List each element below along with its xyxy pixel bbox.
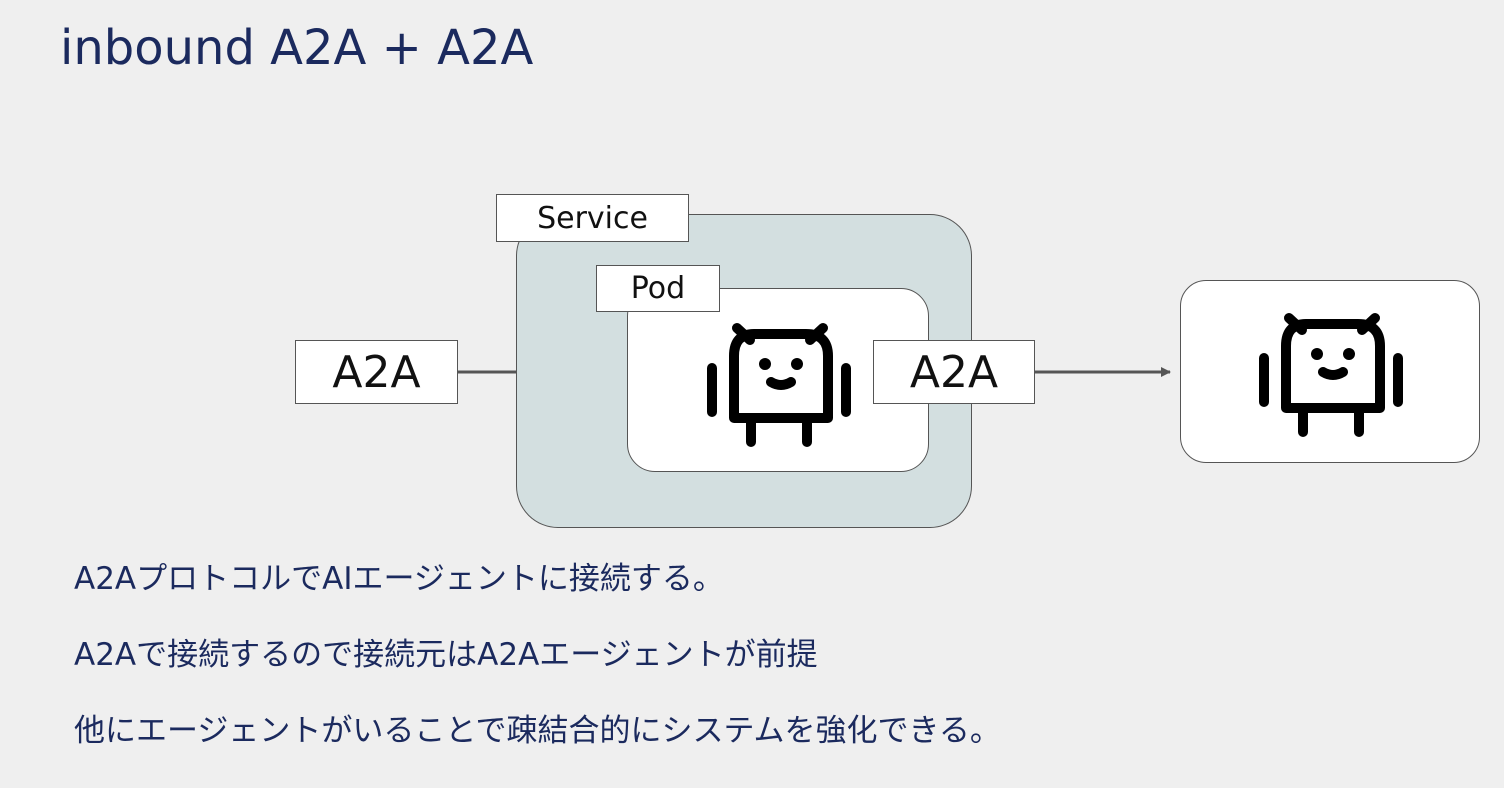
connector-lines bbox=[458, 367, 1171, 377]
robot-icon bbox=[1259, 313, 1403, 437]
description-list: A2AプロトコルでAIエージェントに接続する。 A2Aで接続するので接続元はA2… bbox=[74, 560, 1001, 788]
slide-title: inbound A2A + A2A bbox=[60, 20, 534, 76]
robot-icon bbox=[707, 323, 851, 447]
service-label: Service bbox=[496, 194, 689, 242]
outbound-a2a-label: A2A bbox=[873, 340, 1035, 404]
description-item: 他にエージェントがいることで疎結合的にシステムを強化できる。 bbox=[74, 713, 1001, 749]
description-item: A2Aで接続するので接続元はA2Aエージェントが前提 bbox=[74, 637, 818, 673]
description-item: A2AプロトコルでAIエージェントに接続する。 bbox=[74, 561, 724, 597]
inbound-a2a-label: A2A bbox=[295, 340, 458, 404]
pod-label: Pod bbox=[596, 265, 720, 312]
